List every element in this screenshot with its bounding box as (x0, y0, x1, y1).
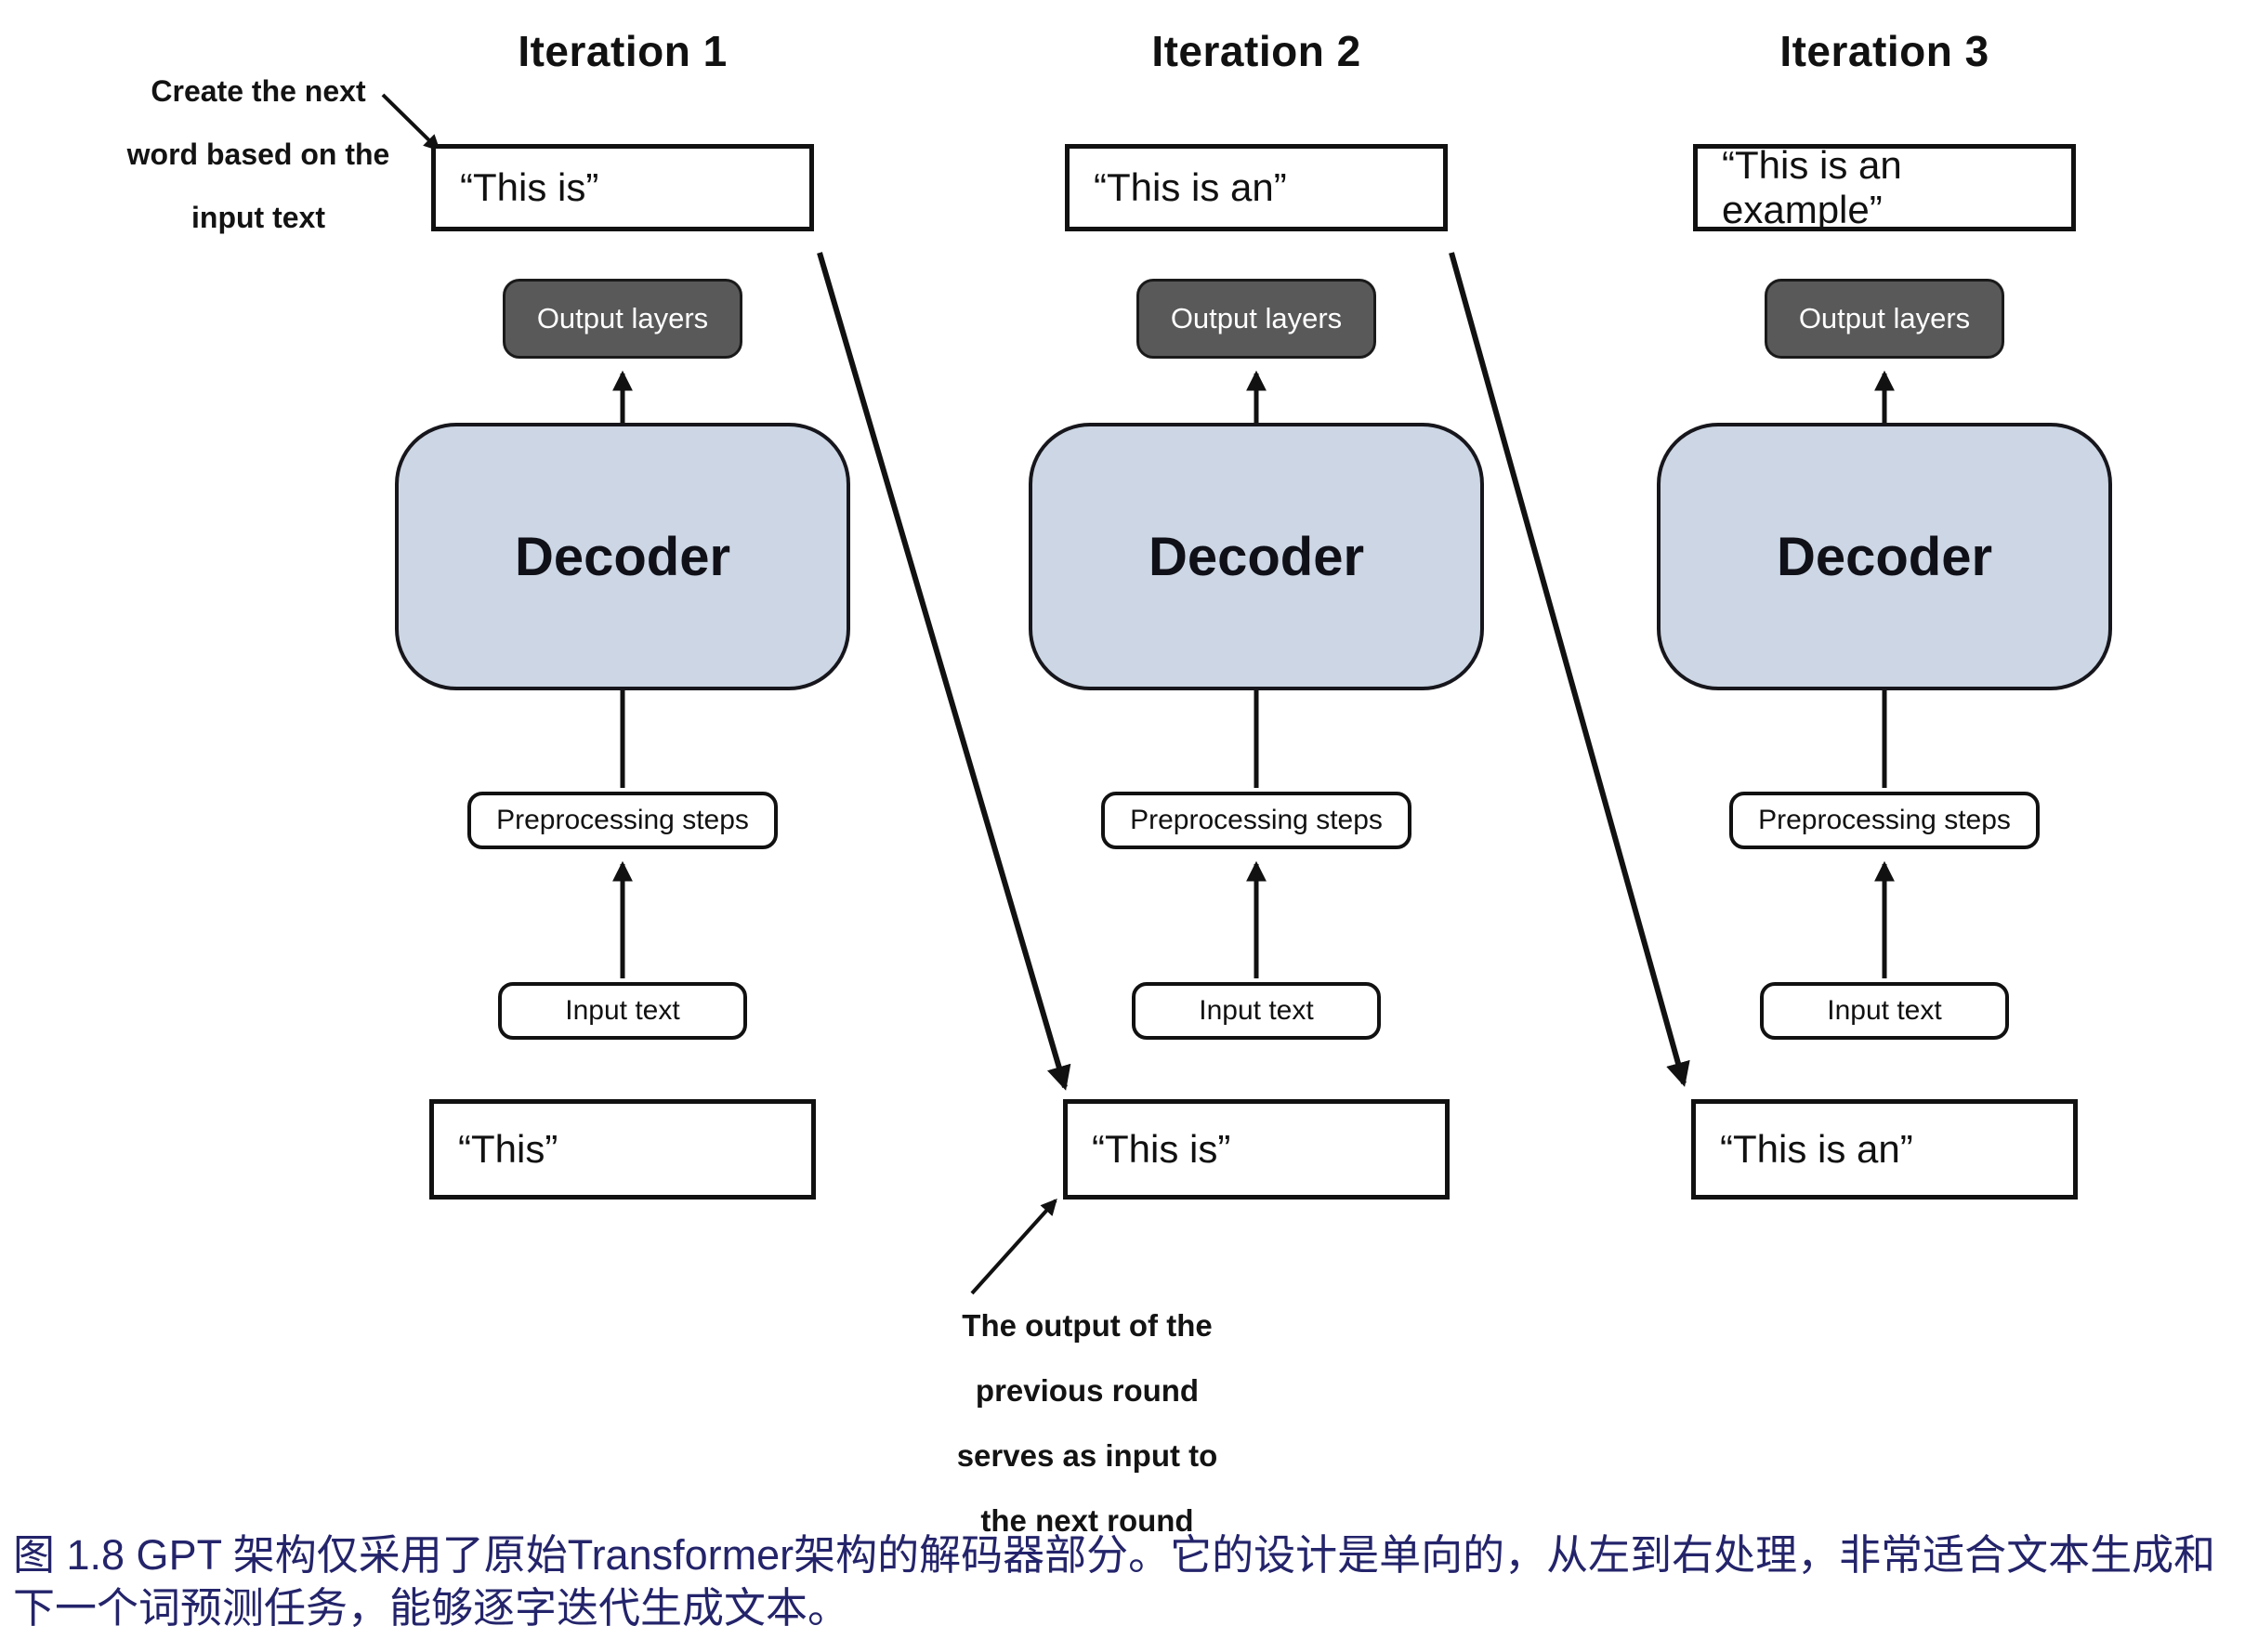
input-text-box: Input text (498, 982, 747, 1040)
decoder-box: Decoder (395, 423, 850, 690)
generated-text-box: “This is an example” (1693, 143, 2076, 231)
column-iteration-1: Iteration 1 “This is” Output layers Deco… (381, 0, 864, 1236)
annotation-feedback: The output of the previous round serves … (873, 1293, 1301, 1554)
input-text-box: Input text (1132, 982, 1381, 1040)
annotation-line: word based on the (126, 138, 390, 171)
output-layers-box: Output layers (503, 279, 742, 359)
output-layers-box: Output layers (1765, 279, 2004, 359)
preprocessing-box: Preprocessing steps (467, 792, 778, 849)
generated-text-box: “This is” (431, 144, 814, 231)
annotation-line: previous round (975, 1373, 1200, 1408)
annotation-line: input text (191, 201, 325, 234)
column-iteration-3: Iteration 3 “This is an example” Output … (1643, 0, 2126, 1236)
column-iteration-2: Iteration 2 “This is an” Output layers D… (1015, 0, 1498, 1236)
annotation-line: The output of the (962, 1308, 1213, 1343)
annotation-line: the next round (980, 1503, 1194, 1538)
decoder-box: Decoder (1657, 423, 2112, 690)
previous-text-box: “This” (429, 1099, 816, 1200)
iteration-title: Iteration 1 (518, 27, 728, 75)
iteration-title: Iteration 3 (1779, 27, 1989, 75)
figure-caption: 图 1.8 GPT 架构仅采用了原始Transformer架构的解码器部分。它的… (13, 1531, 2216, 1632)
decoder-box: Decoder (1029, 423, 1484, 690)
previous-text-box: “This is” (1063, 1099, 1450, 1200)
generated-text-box: “This is an” (1065, 144, 1448, 231)
input-text-box: Input text (1760, 982, 2009, 1040)
output-layers-box: Output layers (1136, 279, 1376, 359)
annotation-line: Create the next (151, 74, 366, 108)
iteration-title: Iteration 2 (1151, 27, 1361, 75)
previous-text-box: “This is an” (1691, 1099, 2078, 1200)
annotation-line: serves as input to (956, 1438, 1218, 1473)
preprocessing-box: Preprocessing steps (1729, 792, 2040, 849)
annotation-create-next: Create the next word based on the input … (102, 59, 414, 249)
preprocessing-box: Preprocessing steps (1101, 792, 1411, 849)
